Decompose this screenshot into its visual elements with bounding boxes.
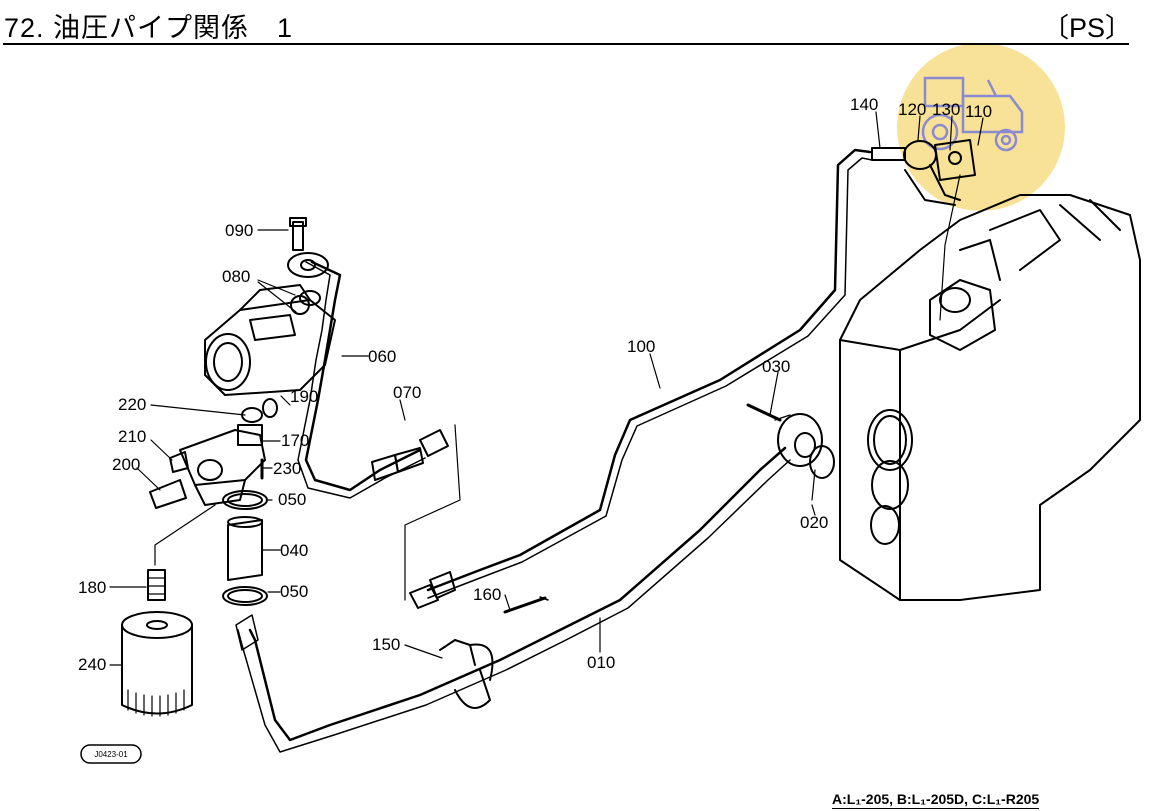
label-150: 150 <box>372 635 400 654</box>
label-080: 080 <box>222 267 250 286</box>
label-010: 010 <box>587 653 615 672</box>
figure-id-text: J0423-01 <box>94 750 128 759</box>
label-200: 200 <box>112 455 140 474</box>
oring-190 <box>262 398 278 418</box>
label-220: 220 <box>118 395 146 414</box>
label-060: 060 <box>368 347 396 366</box>
banjo-030 <box>746 403 835 479</box>
fitting-070 <box>371 399 449 481</box>
pipe-060 <box>304 260 422 492</box>
label-230: 230 <box>273 459 301 478</box>
nipple-180 <box>147 569 166 601</box>
page-header: 72. 油圧パイプ関係 1 〔PS〕 <box>0 0 1152 60</box>
label-140: 140 <box>850 95 878 114</box>
header-rule <box>3 43 1129 45</box>
label-040: 040 <box>280 541 308 560</box>
label-070: 070 <box>393 383 421 402</box>
nipple-200 <box>149 479 187 509</box>
plug-210 <box>169 451 189 473</box>
figure-id-badge: J0423-01 <box>80 744 142 764</box>
clamp-150 <box>439 639 494 709</box>
label-050-upper: 050 <box>278 490 306 509</box>
label-180: 180 <box>78 578 106 597</box>
label-020: 020 <box>800 513 828 532</box>
label-090: 090 <box>225 221 253 240</box>
pin-160 <box>503 596 547 614</box>
engine-block <box>839 194 1141 601</box>
steering-valve-body <box>204 284 336 396</box>
applicable-models: A:L₁-205, B:L₁-205D, C:L₁-R205 <box>832 791 1040 809</box>
label-170: 170 <box>281 431 309 450</box>
label-210: 210 <box>118 427 146 446</box>
label-160: 160 <box>473 585 501 604</box>
label-190: 190 <box>290 387 318 406</box>
hose-band-050-lower <box>222 586 268 606</box>
pipe-100 <box>426 148 872 592</box>
leader-lines <box>109 111 984 666</box>
part-labels: 140 120 130 110 090 080 060 100 070 030 … <box>78 95 992 674</box>
hose-040 <box>227 516 263 581</box>
label-240: 240 <box>78 655 106 674</box>
hose-band-050-upper <box>222 490 268 510</box>
pipe-010 <box>248 446 787 742</box>
label-050-lower: 050 <box>280 582 308 601</box>
label-110: 110 <box>965 102 992 121</box>
label-030: 030 <box>762 357 790 376</box>
model-tag: 〔PS〕 <box>1041 13 1132 43</box>
adapter-block-170 <box>179 424 266 506</box>
label-100: 100 <box>627 337 655 356</box>
tractor-logo-icon <box>921 76 1024 152</box>
banjo-fitting-090 <box>287 217 329 306</box>
page-title: 72. 油圧パイプ関係 1 <box>4 13 294 43</box>
label-130: 130 <box>932 100 960 119</box>
tee-fitting-top <box>871 139 976 206</box>
fitting-100-end <box>409 571 456 609</box>
oil-filter-240 <box>121 611 193 717</box>
label-120: 120 <box>898 100 926 119</box>
